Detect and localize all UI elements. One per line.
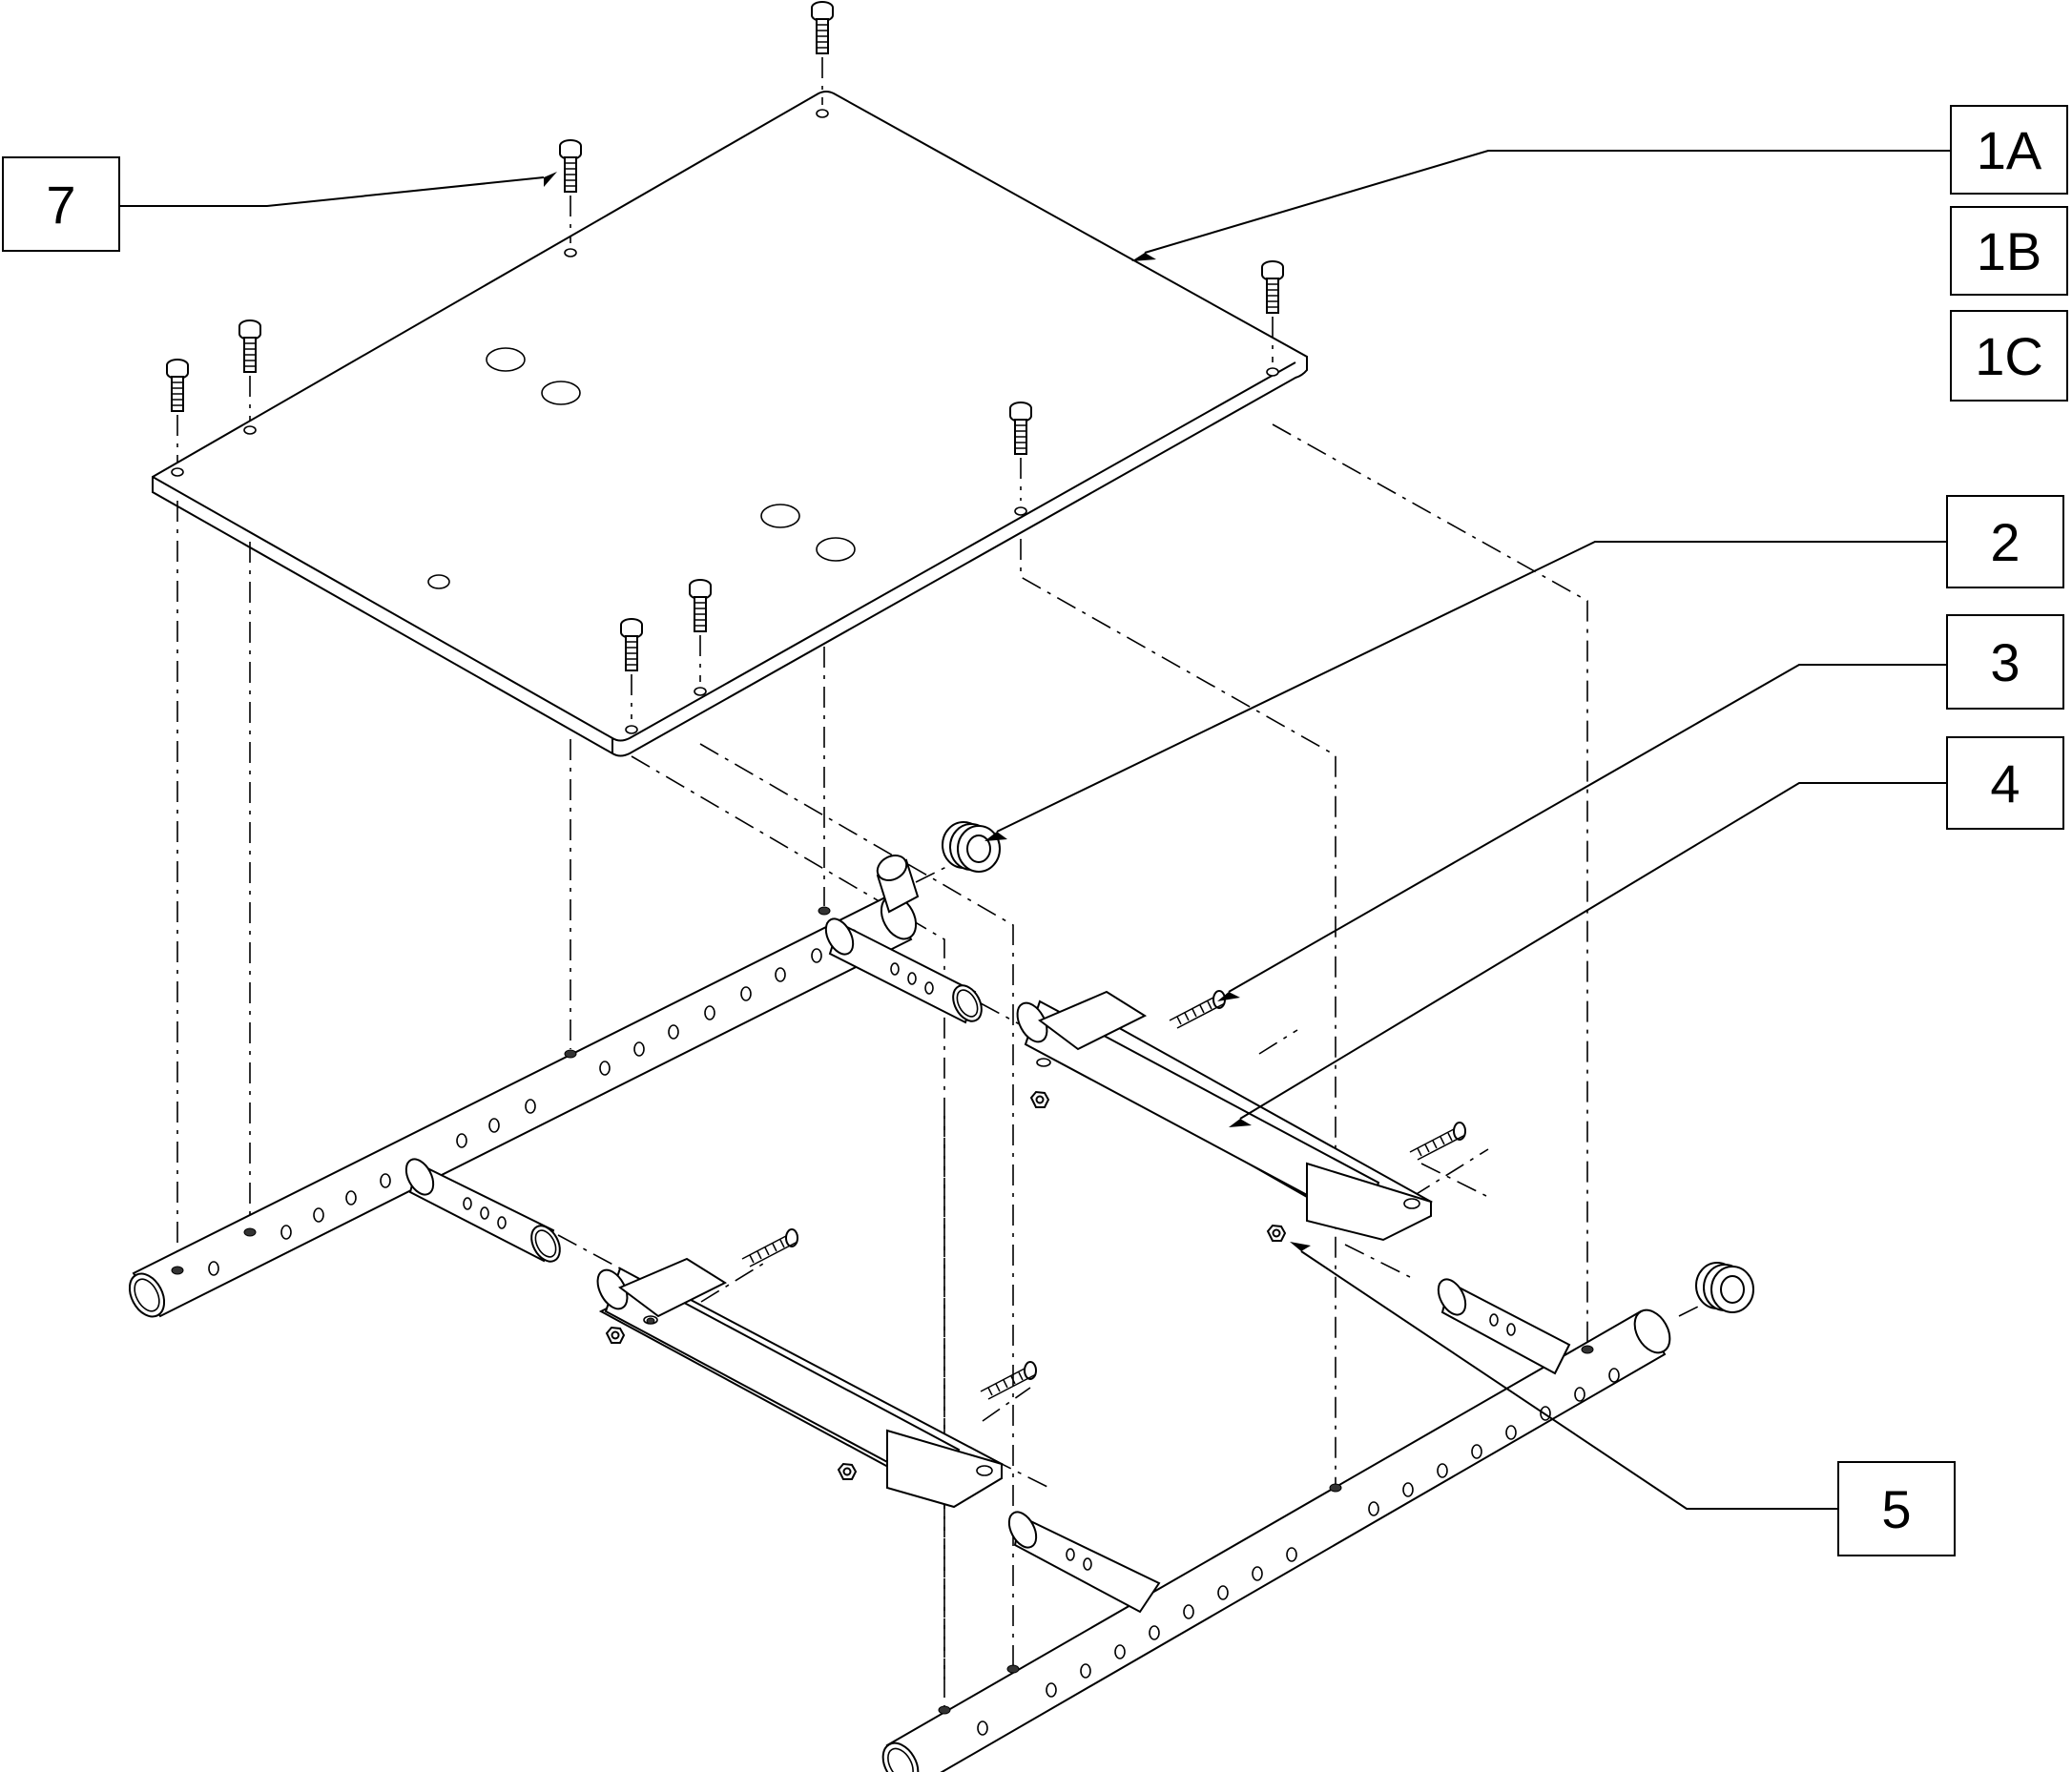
left-side-rail [128,895,918,1318]
callout-1b: 1B [1950,206,2068,296]
callout-1b-label: 1B [1976,220,2042,281]
rail-holes [938,1345,1620,1736]
plate-hole [486,347,526,372]
callout-3-label: 3 [1990,631,2020,692]
callout-1c-label: 1C [1975,325,2043,386]
callout-5-label: 5 [1881,1478,1912,1539]
left-crossbar-stub-front [404,1158,561,1263]
plate-hole [816,537,856,562]
right-crossbar-stub-front [1007,1511,1161,1614]
plate-hole [760,504,800,528]
callout-4-label: 4 [1990,752,2020,814]
right-side-rail [881,1308,1671,1772]
leader-lines [120,150,1950,1510]
callout-1c: 1C [1950,310,2068,402]
front-mounting-bracket [596,1257,1005,1509]
callout-4: 4 [1946,736,2064,830]
callout-7-label: 7 [46,174,76,235]
callout-7: 7 [2,156,120,252]
plate-hole [541,381,581,405]
callout-5: 5 [1837,1461,1956,1556]
left-crossbar-stub-rear [824,917,983,1024]
rear-mounting-bracket [1016,990,1434,1242]
callout-2-label: 2 [1990,511,2020,572]
seat-pan-plate [152,91,1308,757]
callout-3: 3 [1946,614,2064,710]
callout-2: 2 [1946,495,2064,588]
plate-hole [427,574,450,589]
callout-1a-label: 1A [1976,119,2042,180]
right-crossbar-stub-rear [1437,1278,1571,1375]
left-rail-end-post [876,855,920,914]
tube-end-caps [942,821,1754,1313]
callout-1a: 1A [1950,105,2068,195]
